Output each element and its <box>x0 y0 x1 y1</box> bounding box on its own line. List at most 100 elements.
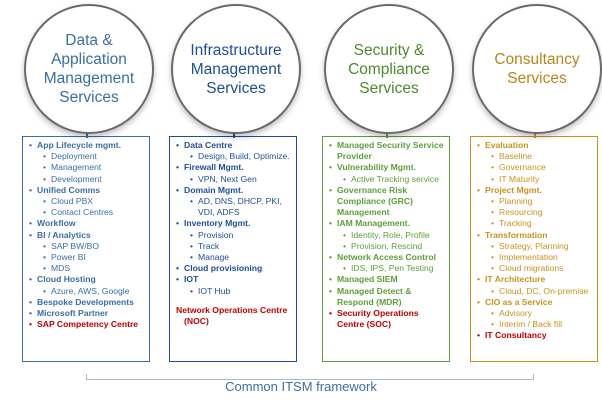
list-subitem: • Implementation <box>477 252 594 263</box>
item-label: Implementation <box>499 252 558 263</box>
service-circle: Infrastructure Management Services <box>171 4 301 134</box>
list-subitem: • Track <box>176 241 293 252</box>
list-subitem: • Strategy, Planning <box>477 241 594 252</box>
item-label: MDS <box>51 263 71 274</box>
list-item: •Microsoft Partner <box>29 308 146 319</box>
item-label: Governance <box>499 162 546 173</box>
item-label: Strategy, Planning <box>499 240 569 251</box>
bullet-icon: • <box>43 173 47 184</box>
service-list: •Evaluation•Baseline•Governance•IT Matur… <box>477 140 594 342</box>
list-item: • Data Centre <box>176 140 293 151</box>
bullet-icon: • <box>29 140 33 150</box>
item-label: Security Operations Centre (SOC) <box>337 308 419 330</box>
bullet-icon: • <box>29 319 33 330</box>
service-list: •App Lifecycle mgmt.•Deployment•Manageme… <box>29 140 146 330</box>
bullet-icon: • <box>43 151 47 162</box>
item-label: Transformation <box>485 229 548 240</box>
bullet-icon: • <box>176 140 180 150</box>
bullet-icon: • <box>329 162 333 173</box>
bullet-icon: • <box>29 218 33 229</box>
service-title: Consultancy Services <box>494 51 580 87</box>
item-label: Planning <box>499 196 533 207</box>
item-label: Manage <box>198 252 230 263</box>
bullet-icon: • <box>491 263 495 274</box>
list-item: •BI / Analytics <box>29 230 146 241</box>
service-list: •Managed Security Service Provider•Vulne… <box>329 140 446 330</box>
bullet-icon: • <box>491 207 495 218</box>
item-label: Network Operations Centre (NOC) <box>176 304 288 327</box>
bullet-icon: • <box>477 229 481 240</box>
list-subitem: •Planning <box>477 196 594 207</box>
list-item: •Unified Comms <box>29 185 146 196</box>
list-subitem: • Cloud PBX <box>29 196 146 207</box>
bullet-icon: • <box>491 162 495 173</box>
bullet-icon: • <box>491 218 495 229</box>
list-subitem: •Interim / Back fill <box>477 319 594 330</box>
list-subitem: •IT Maturity <box>477 174 594 185</box>
item-label: SAP BW/BO <box>51 240 100 251</box>
list-item: •Domain Mgmt. <box>176 185 293 196</box>
item-label: Data Centre <box>184 140 233 150</box>
bullet-icon: • <box>43 196 47 207</box>
service-panel: •Managed Security Service Provider•Vulne… <box>322 136 450 362</box>
item-label: Cloud provisioning <box>184 263 263 274</box>
item-label: Cloud PBX <box>51 196 94 207</box>
item-label: Inventory Mgmt. <box>184 218 251 229</box>
item-label: SAP Competency Centre <box>37 319 139 330</box>
column-consultancy: Consultancy Services•Evaluation•Baseline… <box>470 0 602 380</box>
list-item: •Vulnerability Mgmt. <box>329 162 446 173</box>
item-label: IT Maturity <box>499 173 540 184</box>
list-subitem: • AD, DNS, DHCP, PKI, VDI, ADFS <box>176 196 293 218</box>
bullet-icon: • <box>190 173 194 184</box>
item-label: Track <box>198 240 220 251</box>
item-label: IT Consultancy <box>485 330 547 341</box>
item-label: BI / Analytics <box>37 229 91 240</box>
list-subitem: •Tracking <box>477 218 594 229</box>
list-subitem: •Baseline <box>477 151 594 162</box>
bullet-icon: • <box>43 285 47 296</box>
item-label: VPN, Next Gen <box>198 173 257 184</box>
item-label: Interim / Back fill <box>499 319 563 330</box>
list-item: •Firewall Mgmt. <box>176 162 293 173</box>
item-label: Baseline <box>499 151 532 162</box>
bullet-icon: • <box>491 240 495 251</box>
item-label: Bespoke Developments <box>37 296 134 307</box>
list-subitem: •Advisory <box>477 308 594 319</box>
item-label: AD, DNS, DHCP, PKI, VDI, ADFS <box>198 196 282 218</box>
list-subitem: •Contact Centres <box>29 207 146 218</box>
bullet-icon: • <box>176 218 180 229</box>
bullet-icon: • <box>491 252 495 263</box>
bullet-icon: • <box>190 151 194 162</box>
column-infrastructure: Infrastructure Management Services•Data … <box>169 0 301 380</box>
item-label: Workflow <box>37 218 76 229</box>
list-item: •Managed Security Service Provider <box>329 140 446 162</box>
list-item: •IT Architecture <box>477 274 594 285</box>
list-item: •Network Access Control <box>329 252 446 263</box>
bullet-icon: • <box>43 240 47 251</box>
bullet-icon: • <box>329 274 333 285</box>
bullet-icon: • <box>176 184 180 195</box>
bullet-icon: • <box>190 229 194 240</box>
item-label: IOT Hub <box>198 285 231 296</box>
bullet-icon: • <box>43 162 47 173</box>
list-item: • SAP Competency Centre <box>29 319 146 330</box>
list-subitem: •Cloud, DC, On-premise <box>477 286 594 297</box>
service-panel: •Data Centre•Design, Build, Optimize.•Fi… <box>169 136 297 362</box>
list-subitem: •Power BI <box>29 252 146 263</box>
item-label: IOT <box>184 274 199 285</box>
item-label: Provision <box>198 229 234 240</box>
list-item: • Inventory Mgmt. <box>176 218 293 229</box>
bullet-icon: • <box>329 308 333 319</box>
bullet-icon: • <box>477 184 481 195</box>
framework-bracket <box>86 374 534 380</box>
bullet-icon: • <box>190 240 194 251</box>
item-label: Evaluation <box>485 140 529 150</box>
list-item: •Project Mgmt. <box>477 185 594 196</box>
bullet-icon: • <box>477 274 481 285</box>
bullet-icon: • <box>190 196 194 207</box>
bullet-icon: • <box>29 274 33 285</box>
item-label: Identity, Role, Profile <box>351 229 430 240</box>
list-item: •CIO as a Service <box>477 297 594 308</box>
list-item: •Governance Risk Compliance (GRC) Manage… <box>329 185 446 219</box>
list-subitem: •Cloud migrations <box>477 263 594 274</box>
